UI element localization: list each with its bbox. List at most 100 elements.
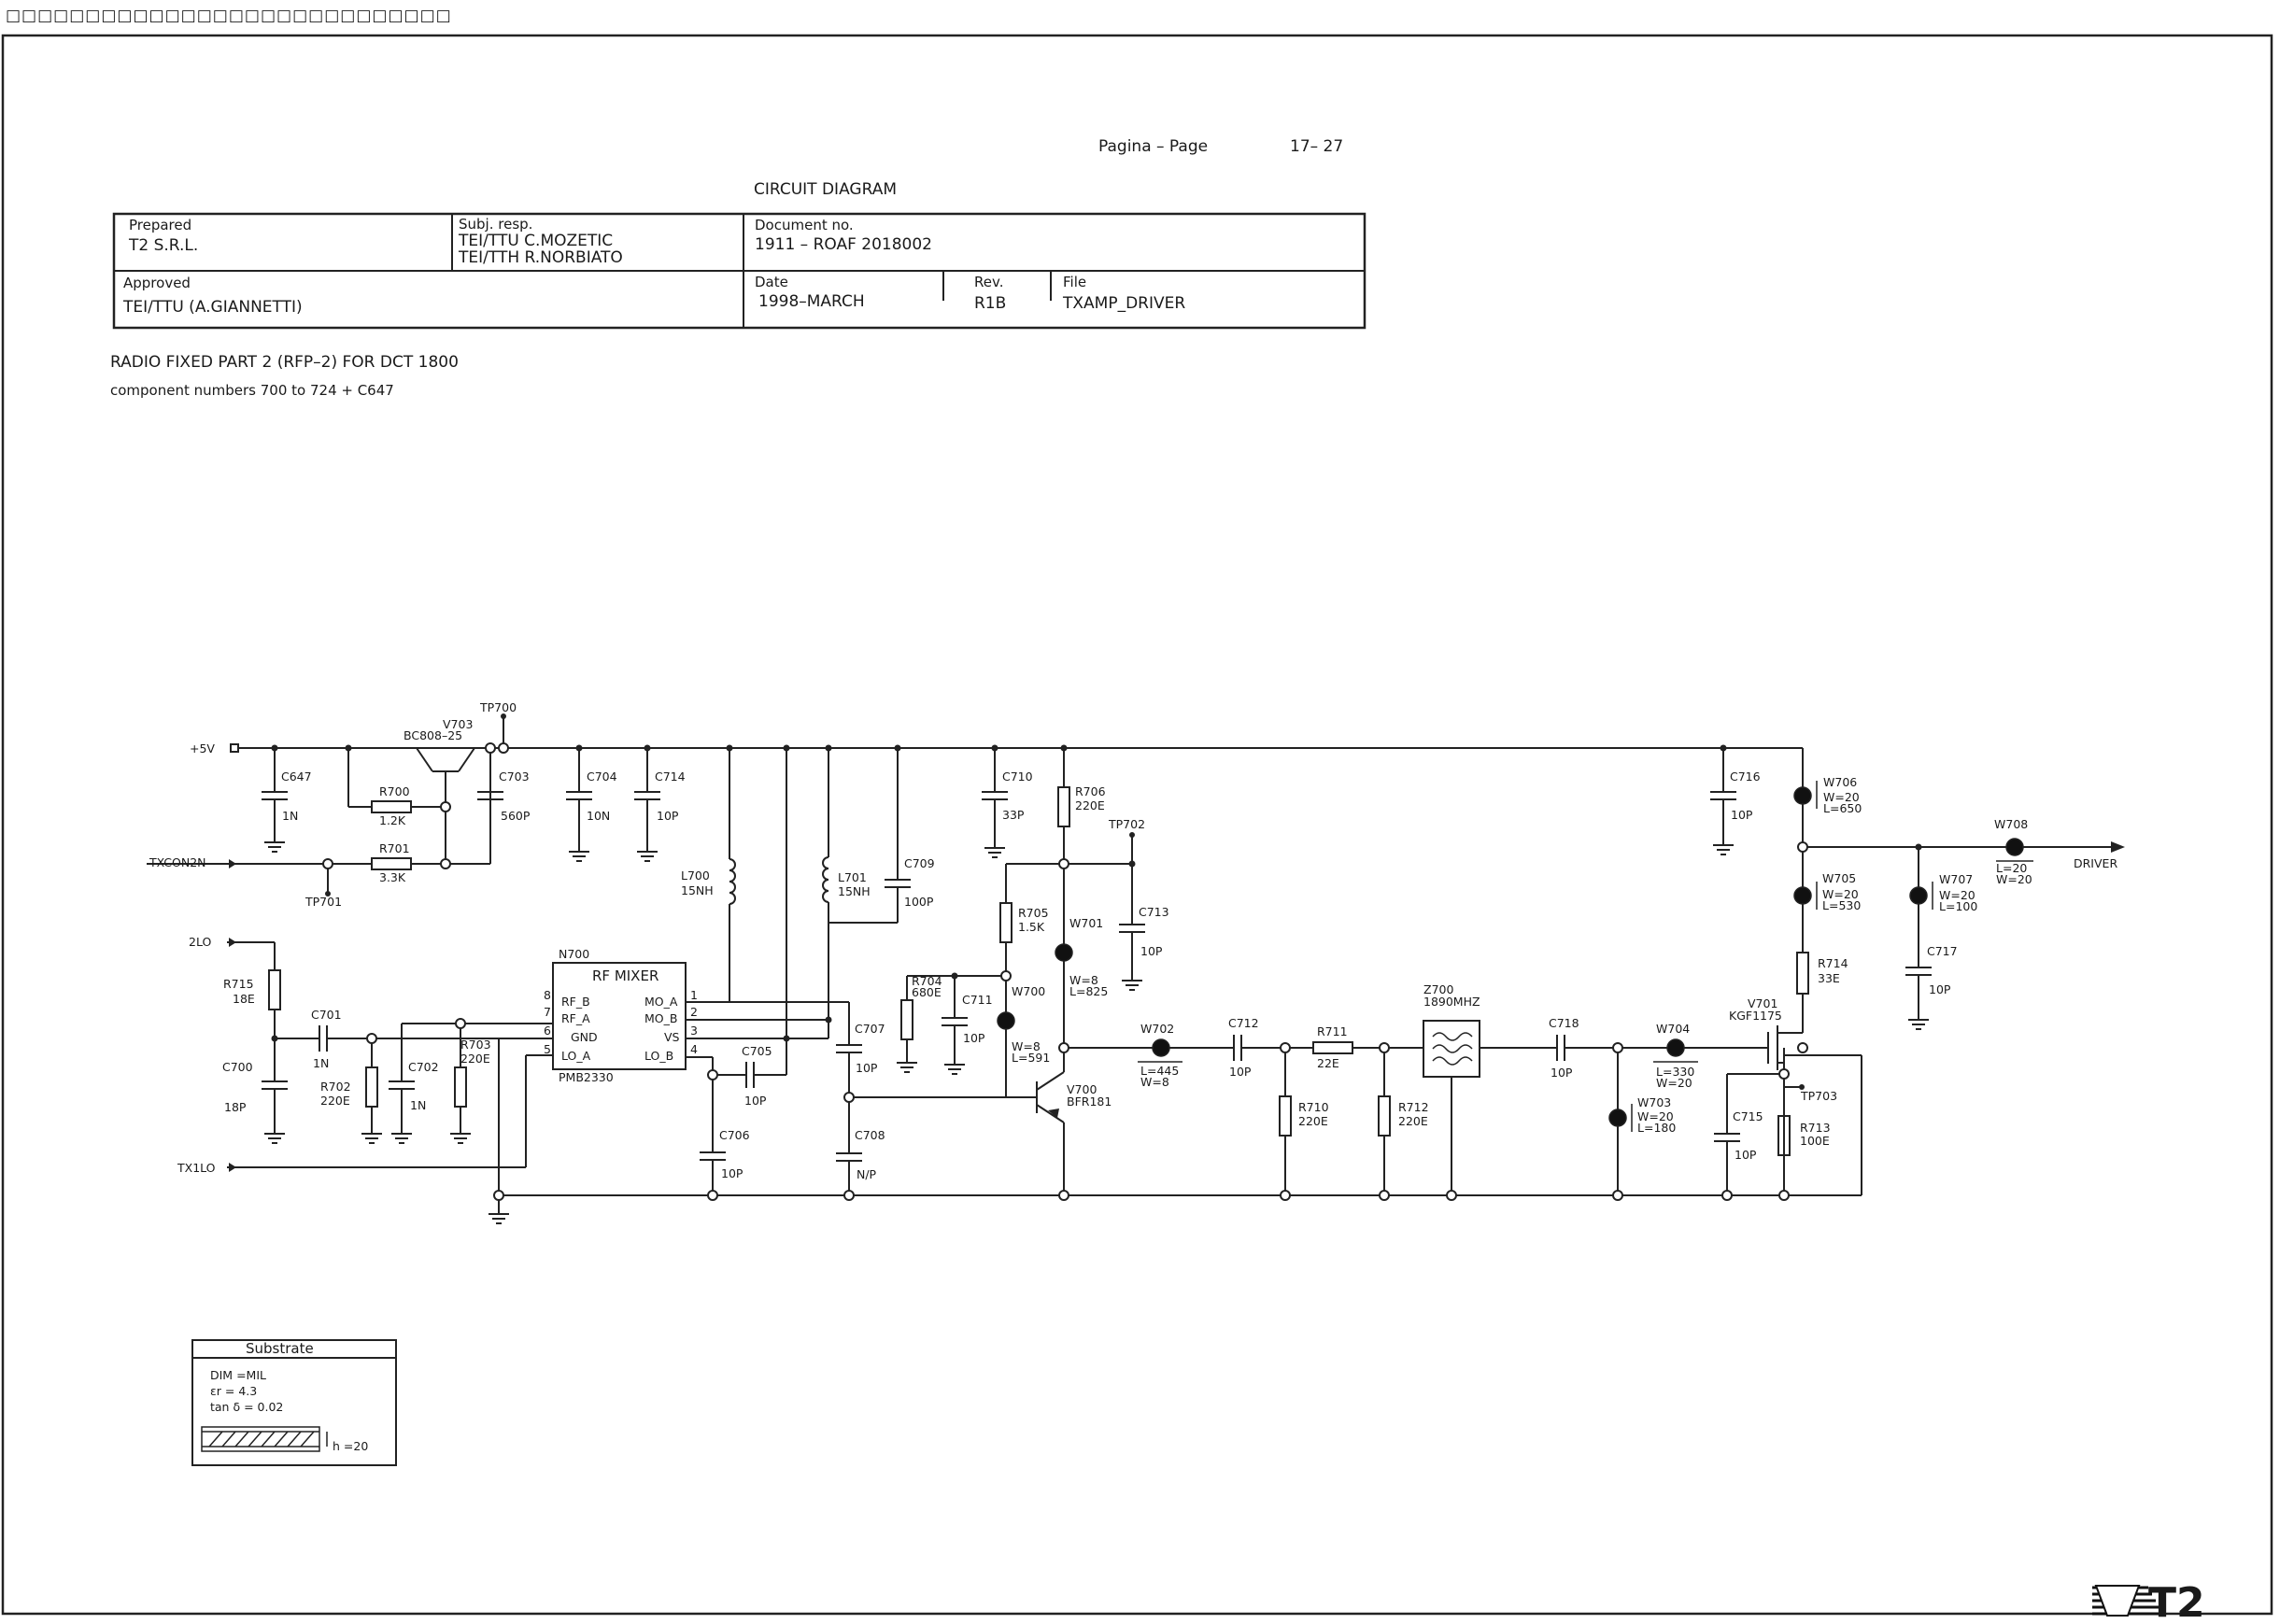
svg-text:1: 1	[690, 988, 698, 1002]
svg-text:220E: 220E	[1075, 798, 1105, 812]
stripline-w700: W700 W=8 L=591	[997, 976, 1050, 1097]
svg-text:10P: 10P	[1140, 944, 1163, 958]
subj-line-1: TEI/TTU C.MOZETIC	[458, 232, 613, 250]
svg-text:C718: C718	[1549, 1016, 1579, 1030]
resistor-r705: R705 1.5K	[999, 864, 1049, 976]
document-number-label: Document no.	[755, 217, 854, 233]
inductor-l700: L700 15NH	[681, 748, 736, 1002]
svg-text:C700: C700	[222, 1060, 253, 1074]
subj-label: Subj. resp.	[459, 216, 532, 233]
svg-text:W=8: W=8	[1069, 973, 1098, 987]
svg-text:RF MIXER: RF MIXER	[592, 967, 658, 984]
capacitor-c704: C704 10N	[566, 748, 617, 862]
svg-text:6: 6	[544, 1024, 551, 1038]
svg-text:2: 2	[690, 1005, 698, 1019]
svg-text:680E: 680E	[912, 985, 942, 999]
capacitor-c702: C702 1N	[389, 1023, 553, 1144]
svg-text:10P: 10P	[1229, 1065, 1252, 1079]
svg-text:h =20: h =20	[333, 1439, 368, 1453]
svg-text:33E: 33E	[1818, 971, 1840, 985]
svg-text:C713: C713	[1139, 905, 1169, 919]
svg-text:W707: W707	[1939, 872, 1973, 886]
svg-text:L=530: L=530	[1822, 898, 1861, 912]
svg-text:100E: 100E	[1800, 1134, 1830, 1148]
date-value: 1998–MARCH	[758, 292, 865, 311]
svg-text:3.3K: 3.3K	[379, 870, 406, 884]
rev-label: Rev.	[974, 274, 1003, 290]
capacitor-c708: C708 N/P	[836, 1097, 885, 1195]
prepared-value: T2 S.R.L.	[128, 236, 198, 255]
svg-text:560P: 560P	[501, 809, 531, 823]
capacitor-c710: C710 33P	[982, 748, 1033, 858]
description-line-1: RADIO FIXED PART 2 (RFP–2) FOR DCT 1800	[110, 353, 459, 372]
resistor-r704: R704 680E	[897, 974, 942, 1073]
approved-value: TEI/TTU (A.GIANNETTI)	[122, 298, 303, 317]
svg-text:R712: R712	[1398, 1100, 1429, 1114]
capacitor-c717: C717 10P	[1905, 944, 1958, 1030]
approved-label: Approved	[123, 275, 191, 291]
resistor-r712: R712 220E	[1378, 1048, 1429, 1195]
svg-text:R711: R711	[1317, 1024, 1348, 1038]
svg-text:L701: L701	[838, 870, 867, 884]
svg-text:15NH: 15NH	[681, 883, 714, 897]
capacitor-c707: C707 10P	[836, 1002, 885, 1097]
svg-text:C709: C709	[904, 856, 935, 870]
capacitor-c706: C706 10P	[700, 1075, 750, 1195]
svg-text:TP702: TP702	[1108, 817, 1145, 831]
svg-text:W702: W702	[1140, 1022, 1174, 1036]
stripline-w704: W704 L=330 W=20	[1653, 1022, 1698, 1090]
svg-text:V703: V703	[443, 717, 473, 731]
filter-z700: Z700 1890MHZ	[1423, 982, 1480, 1195]
title-block: Prepared T2 S.R.L. Subj. resp. TEI/TTU C…	[112, 212, 1366, 330]
svg-text:10P: 10P	[1551, 1066, 1573, 1080]
stripline-w707: W707 W=20 L=100	[1909, 847, 1977, 967]
svg-text:T2: T2	[2148, 1579, 2205, 1620]
file-label: File	[1063, 274, 1086, 290]
subj-line-2: TEI/TTH R.NORBIATO	[458, 248, 623, 267]
svg-text:W700: W700	[1012, 984, 1045, 998]
capacitor-c703: C703 560P	[477, 748, 531, 823]
inductor-l701: L701 15NH	[822, 748, 898, 924]
svg-text:1N: 1N	[282, 809, 298, 823]
svg-text:LO_A: LO_A	[561, 1049, 591, 1063]
capacitor-c711: C711 10P	[942, 976, 993, 1075]
svg-text:TP701: TP701	[304, 895, 342, 909]
svg-text:C704: C704	[587, 770, 617, 784]
svg-text:V701: V701	[1748, 996, 1777, 1010]
svg-text:BFR181: BFR181	[1067, 1094, 1112, 1109]
stripline-w708: W708 L=20 W=20	[1994, 817, 2033, 886]
svg-text:100P: 100P	[904, 895, 934, 909]
resistor-r711: R711 22E	[1312, 1024, 1353, 1070]
svg-text:RF_B: RF_B	[561, 995, 590, 1009]
svg-text:1.5K: 1.5K	[1018, 920, 1045, 934]
svg-text:R702: R702	[320, 1080, 351, 1094]
svg-text:W=8: W=8	[1012, 1039, 1041, 1053]
top-placeholder: □□□□□□□□□□□□□□□□□□□□□□□□□□□□	[6, 7, 452, 25]
stripline-w703: W703 W=20 L=180	[1608, 1048, 1676, 1195]
svg-text:R714: R714	[1818, 956, 1848, 970]
svg-text:C714: C714	[655, 770, 686, 784]
svg-text:10P: 10P	[1929, 982, 1951, 996]
svg-text:1890MHZ: 1890MHZ	[1423, 995, 1480, 1009]
svg-text:R706: R706	[1075, 784, 1106, 798]
svg-text:W701: W701	[1069, 916, 1103, 930]
svg-text:18E: 18E	[233, 992, 255, 1006]
svg-text:10P: 10P	[963, 1031, 985, 1045]
svg-text:MO_A: MO_A	[644, 995, 678, 1009]
svg-text:tan δ = 0.02: tan δ = 0.02	[210, 1400, 283, 1414]
stripline-w705: W705 W=20 L=530	[1793, 871, 1861, 912]
svg-text:L=650: L=650	[1823, 801, 1862, 815]
prepared-label: Prepared	[129, 217, 191, 233]
svg-text:W703: W703	[1637, 1095, 1671, 1109]
svg-text:C707: C707	[855, 1022, 885, 1036]
svg-text:L=20: L=20	[1996, 861, 2027, 875]
svg-text:C712: C712	[1228, 1016, 1259, 1030]
svg-text:RF_A: RF_A	[561, 1011, 590, 1025]
svg-text:L=591: L=591	[1012, 1051, 1050, 1065]
svg-text:18P: 18P	[224, 1100, 247, 1114]
svg-text:W=8: W=8	[1140, 1075, 1169, 1089]
svg-text:MO_B: MO_B	[644, 1011, 677, 1025]
svg-text:15NH: 15NH	[838, 884, 871, 898]
